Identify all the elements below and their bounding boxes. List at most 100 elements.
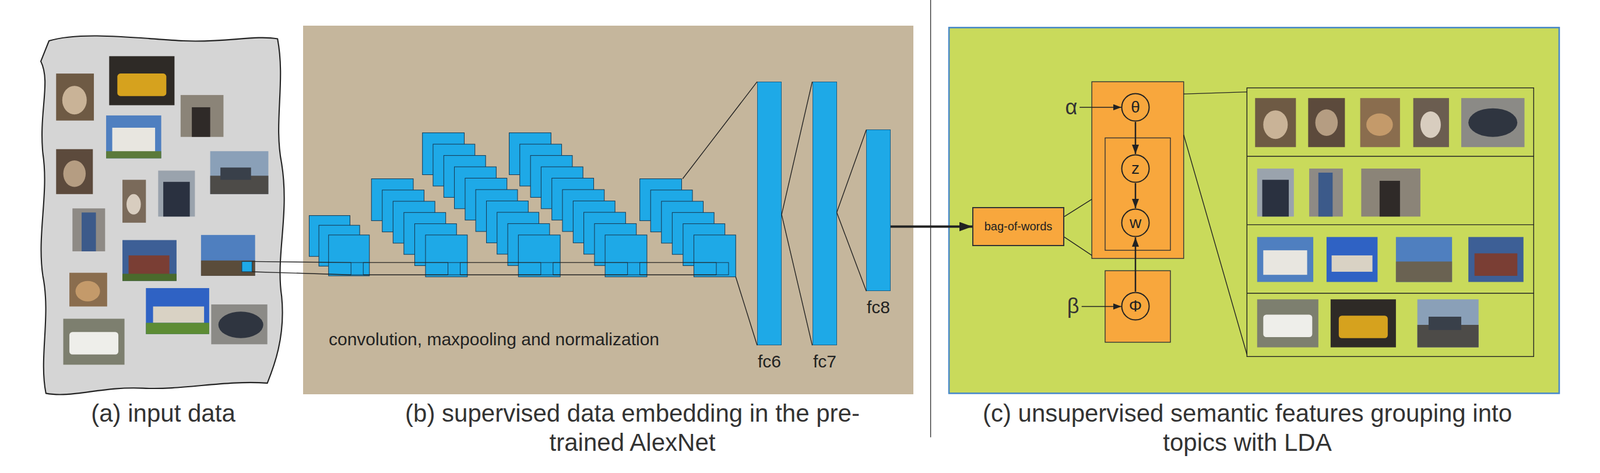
photo-subject: [1263, 110, 1288, 139]
connector: [1134, 183, 1137, 209]
photo-subject: [1331, 255, 1373, 272]
photo: [72, 208, 105, 252]
photo-subject: [112, 127, 156, 153]
connector: [1134, 121, 1137, 154]
variable-circle: w: [1120, 208, 1151, 238]
grid-line: [1246, 224, 1534, 225]
photo: [122, 179, 146, 223]
leader-line: [1183, 92, 1248, 95]
photo-subject: [1366, 113, 1394, 136]
variable-circle: θ: [1120, 92, 1151, 122]
network-panel: convolution, maxpooling and normalizatio…: [303, 25, 914, 395]
photo-subject: [210, 175, 269, 195]
photo-subject: [191, 107, 211, 137]
panel-text: convolution, maxpooling and normalizatio…: [328, 329, 660, 350]
photo: [1330, 299, 1396, 347]
photo-subject: [126, 194, 142, 215]
photo: [1326, 236, 1378, 282]
photo-subject: [1315, 108, 1339, 136]
photo: [145, 287, 210, 334]
photo-subject: [218, 311, 264, 339]
layer-name: fc7: [813, 351, 837, 372]
kernel: [241, 261, 253, 272]
photo: [1461, 97, 1525, 147]
input-blob: [40, 35, 285, 395]
photo-subject: [63, 160, 87, 188]
topic-grid: [1246, 88, 1534, 357]
photo-subject: [1262, 179, 1290, 217]
photo-subject: [1417, 324, 1479, 348]
variable-circle: Φ: [1120, 291, 1151, 321]
panel-caption: (c) unsupervised semantic features group…: [967, 398, 1528, 458]
variable-name: θ: [1120, 92, 1151, 122]
photo-subject: [81, 212, 97, 252]
prior-symbol: α: [1058, 93, 1085, 122]
variable-name: w: [1120, 208, 1151, 238]
photo: [1254, 97, 1296, 147]
connector: [1134, 237, 1137, 292]
photo: [1257, 299, 1319, 347]
leader-line: [1064, 199, 1092, 217]
photo-subject: [1338, 315, 1388, 339]
box-text: bag-of-words: [984, 219, 1053, 234]
grid-line: [1246, 155, 1534, 157]
photo: [157, 170, 195, 217]
photo-subject: [163, 181, 191, 217]
photo: [55, 149, 93, 195]
photo-subject: [1379, 180, 1401, 217]
prior-symbol: β: [1060, 292, 1086, 320]
photo-subject: [1428, 316, 1462, 330]
layer-name: fc8: [866, 297, 891, 318]
panel-caption: (a) input data: [46, 398, 280, 428]
photo: [1307, 97, 1345, 147]
fc-layer: fc6: [757, 81, 782, 346]
photo: [211, 304, 267, 344]
photo-subject: [1263, 314, 1313, 337]
layer-name: fc6: [757, 351, 782, 372]
photo: [201, 234, 256, 276]
photo: [1360, 97, 1401, 147]
photo: [1309, 168, 1343, 217]
connector: [890, 225, 973, 228]
leader-line: [1183, 134, 1248, 355]
photo-subject: [128, 255, 170, 276]
fc-layer: fc8: [866, 129, 891, 291]
lda-panel: [948, 27, 1560, 393]
grid-line: [1246, 292, 1534, 294]
photo-subject: [75, 280, 101, 302]
photo-subject: [1420, 111, 1441, 139]
photo: [1468, 236, 1524, 282]
photo: [210, 150, 269, 195]
leader-line: [1064, 236, 1092, 256]
photo: [108, 55, 175, 105]
variable-name: z: [1120, 153, 1151, 184]
topic-plate: [1105, 270, 1171, 343]
photo: [1361, 168, 1421, 217]
photo-subject: [106, 150, 162, 158]
photo: [1395, 236, 1452, 282]
photo: [63, 318, 125, 365]
photo-subject: [1468, 108, 1518, 137]
photo-subject: [220, 167, 252, 180]
photo-subject: [122, 273, 177, 281]
photo-subject: [1474, 252, 1518, 276]
photo-subject: [117, 73, 167, 97]
photo: [1413, 97, 1450, 147]
fc-layer: fc7: [812, 81, 838, 346]
photo: [69, 272, 108, 307]
photo: [106, 115, 162, 159]
prior-arrow: [1081, 306, 1122, 308]
photo-subject: [1395, 261, 1452, 282]
process-box: bag-of-words: [972, 206, 1065, 246]
photo-subject: [62, 85, 87, 115]
variable-circle: z: [1120, 153, 1151, 184]
variable-name: Φ: [1120, 291, 1151, 321]
photo: [1417, 299, 1479, 347]
photo-subject: [201, 260, 256, 276]
panel-caption: (b) supervised data embedding in the pre…: [393, 398, 872, 458]
photo-subject: [153, 306, 205, 323]
photo: [1257, 236, 1314, 282]
photo: [1257, 168, 1294, 217]
photo-subject: [1318, 172, 1334, 217]
